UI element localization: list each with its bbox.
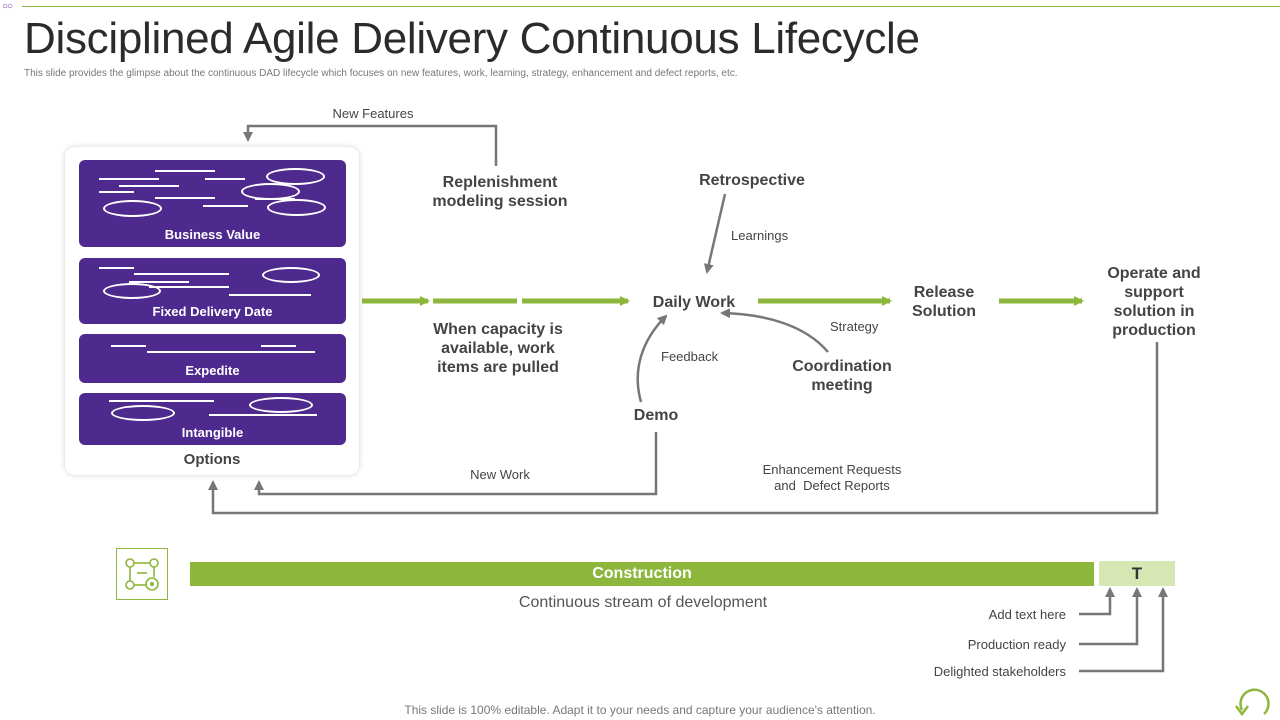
- learnings-label: Learnings: [731, 228, 789, 243]
- top-rule: [22, 6, 1280, 7]
- new-work-arrow: [254, 432, 658, 496]
- node-demo: Demo: [633, 407, 679, 424]
- learnings-arrow: [703, 193, 727, 274]
- card-label: Expedite: [185, 363, 240, 378]
- feedback-arrow: [636, 314, 668, 403]
- stream-label: Continuous stream of development: [518, 594, 768, 611]
- enhancement-arrow: [208, 342, 1159, 515]
- card-intangible: Intangible: [79, 393, 346, 445]
- page-subtitle: This slide provides the glimpse about th…: [24, 68, 738, 79]
- note-arrow-2: [1079, 587, 1142, 646]
- card-label: Business Value: [164, 227, 261, 242]
- transition-box: T: [1099, 561, 1175, 586]
- note-delighted-stakeholders: Delighted stakeholders: [933, 664, 1066, 679]
- page-title: Disciplined Agile Delivery Continuous Li…: [24, 14, 920, 63]
- workflow-icon: [116, 548, 168, 600]
- strategy-label: Strategy: [830, 319, 879, 334]
- note-arrow-3: [1079, 587, 1168, 673]
- new-features-arrow: [243, 124, 498, 166]
- node-operate: Operate and support solution in producti…: [1107, 265, 1201, 339]
- feedback-label: Feedback: [661, 349, 719, 364]
- strategy-arrow: [720, 308, 829, 353]
- card-fixed-delivery-date: Fixed Delivery Date: [79, 258, 346, 324]
- enhancement-label: Enhancement Requests and Defect Reports: [762, 462, 902, 493]
- new-features-label: New Features: [332, 106, 414, 121]
- cycle-icon: [1235, 688, 1270, 717]
- card-expedite: Expedite: [79, 334, 346, 383]
- card-business-value: Business Value: [79, 160, 346, 247]
- node-capacity: When capacity is available, work items a…: [433, 321, 563, 376]
- card-label: Intangible: [181, 425, 244, 440]
- note-production-ready: Production ready: [967, 637, 1066, 652]
- footer-note: This slide is 100% editable. Adapt it to…: [404, 703, 876, 717]
- construction-bar: Construction: [190, 562, 1094, 586]
- node-release: Release Solution: [912, 284, 976, 320]
- ring-logo-icon: ○○: [2, 1, 13, 12]
- node-daily-work: Daily Work: [652, 294, 736, 311]
- new-work-label: New Work: [470, 467, 530, 482]
- card-label: Fixed Delivery Date: [152, 304, 273, 319]
- node-replenishment: Replenishment modeling session: [432, 174, 568, 210]
- options-label: Options: [183, 451, 241, 468]
- node-retrospective: Retrospective: [699, 172, 805, 189]
- note-add-text: Add text here: [988, 607, 1066, 622]
- node-coordination: Coordination meeting: [792, 358, 892, 394]
- options-panel: Business Value Fixed Delivery Date Exped…: [65, 147, 359, 475]
- note-arrow-1: [1079, 587, 1115, 616]
